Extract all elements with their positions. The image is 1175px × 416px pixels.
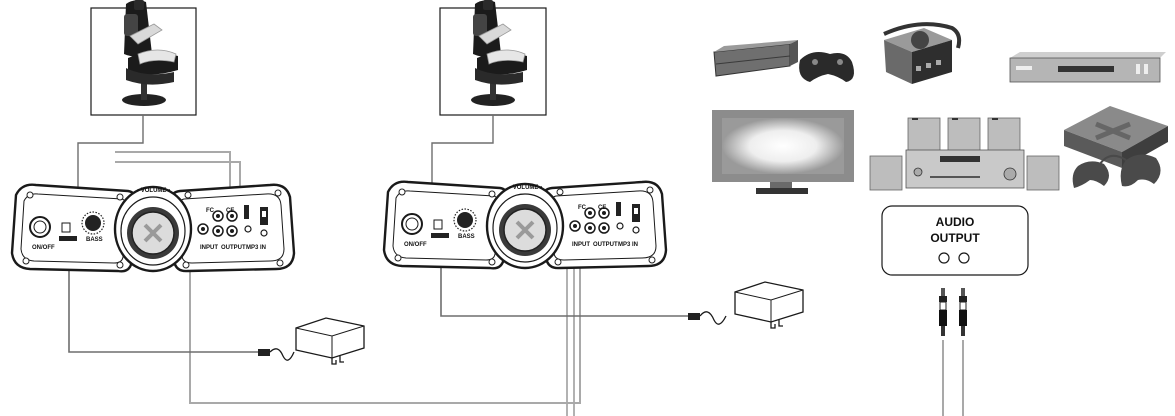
- fc-label: FC: [578, 205, 587, 211]
- on-off-label: ON/OFF: [404, 242, 427, 248]
- control-panel-left: ON/OFF BASS • VOLUME • FC CE INPUT OUTPU…: [10, 182, 296, 274]
- rca-jack-left: [938, 252, 950, 264]
- dvd-player-icon: [1009, 52, 1166, 83]
- home-theater-icon: [869, 117, 1060, 191]
- volume-label: • VOLUME •: [509, 185, 542, 191]
- chair-frame-left: [90, 0, 197, 116]
- gamecube-console-icon: [883, 22, 962, 84]
- power-adapter-icon: [734, 281, 804, 329]
- on-off-label: ON/OFF: [32, 245, 55, 251]
- ce-label: CE: [598, 205, 606, 211]
- gamepad-icon: [799, 52, 854, 82]
- input-label: INPUT: [200, 245, 218, 251]
- output-label: OUTPUT: [221, 245, 246, 251]
- rca-jack-right: [958, 252, 970, 264]
- power-adapter-right: [688, 281, 804, 329]
- audio-output-title-line1: AUDIO: [936, 215, 975, 229]
- audio-output-box: AUDIO OUTPUT: [881, 205, 1029, 276]
- mp3-in-label: MP3 IN: [246, 245, 266, 251]
- power-adapter-left: [258, 317, 365, 365]
- chair-frame-right: [439, 0, 547, 116]
- fc-label: FC: [206, 208, 215, 214]
- power-adapter-icon: [295, 317, 365, 365]
- audio-output-title-line2: OUTPUT: [930, 231, 980, 245]
- output-label: OUTPUT: [593, 242, 618, 248]
- input-label: INPUT: [572, 242, 590, 248]
- rca-plug-icon: [958, 287, 968, 337]
- volume-label: • VOLUME •: [137, 188, 170, 194]
- bass-label: BASS: [86, 237, 103, 243]
- playstation-console-icon: [713, 40, 798, 77]
- bass-label: BASS: [458, 234, 475, 240]
- mp3-in-label: MP3 IN: [618, 242, 638, 248]
- control-panel-right: ON/OFF BASS • VOLUME • FC CE INPUT OUTPU…: [382, 179, 668, 271]
- xbox-console-icon: [1064, 106, 1168, 188]
- ce-label: CE: [226, 208, 234, 214]
- television-icon: [712, 110, 854, 194]
- rca-plug-icon: [938, 287, 948, 337]
